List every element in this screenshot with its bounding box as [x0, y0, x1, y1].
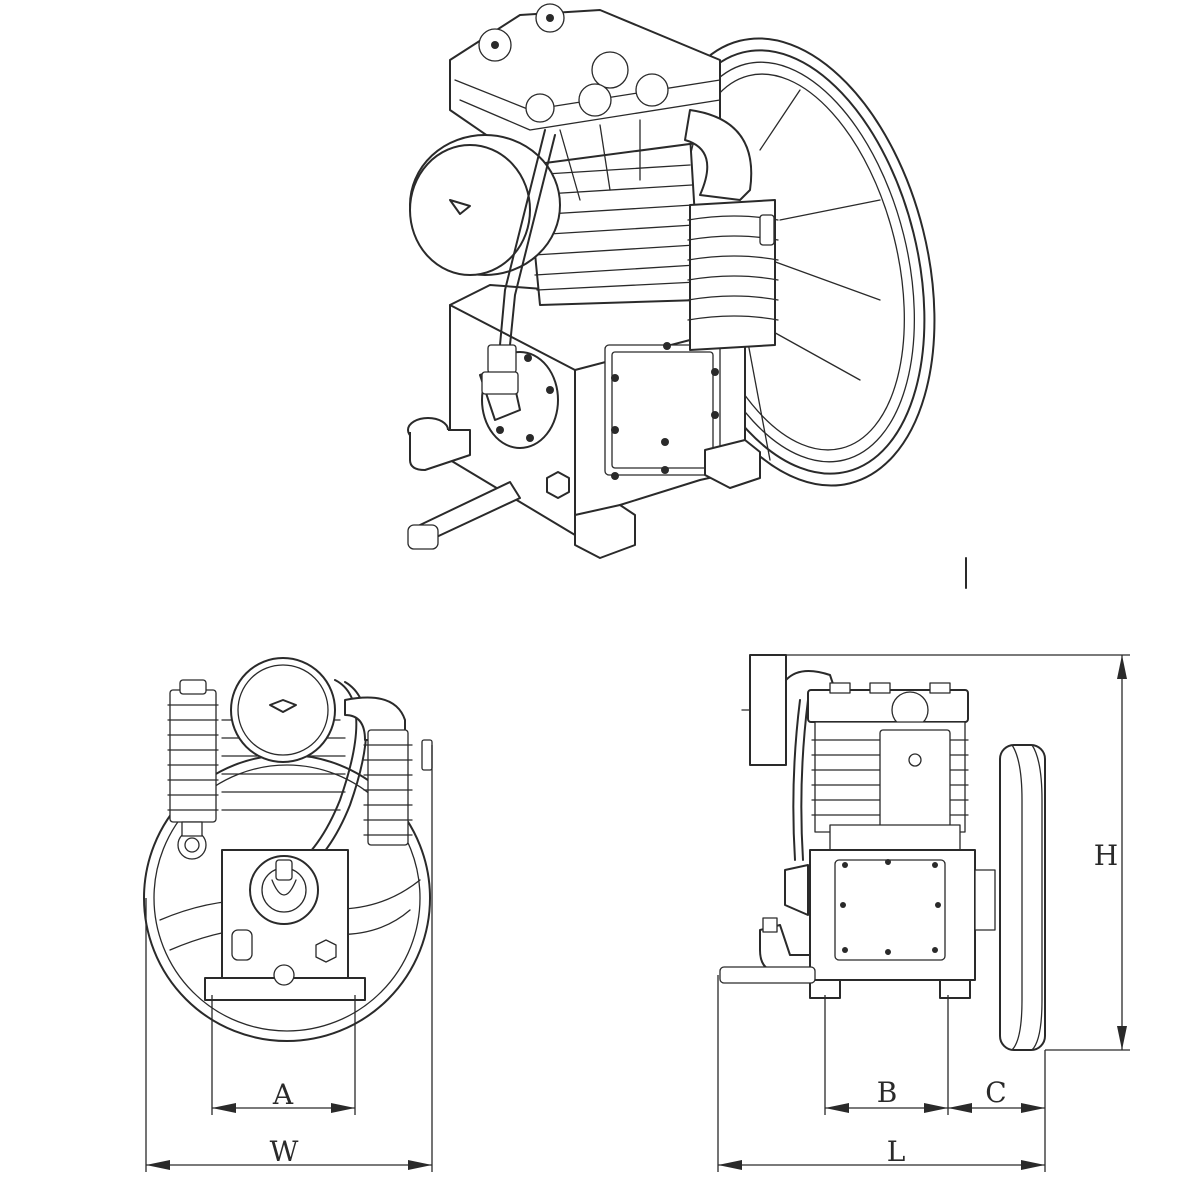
dimension-label-A: A: [272, 1078, 294, 1111]
dimension-label-B: B: [877, 1076, 898, 1109]
side-air-filter: [749, 654, 787, 766]
front-crankcase: [204, 849, 366, 1001]
dimension-B: B: [824, 995, 949, 1115]
dimension-label-L: L: [887, 1135, 906, 1168]
front-left-cylinder: [167, 679, 219, 860]
side-cylinder-head: [807, 682, 969, 856]
side-view: B C L H: [717, 654, 1130, 1172]
dimension-label-W: W: [270, 1135, 299, 1168]
dimension-C: C: [948, 1050, 1046, 1172]
front-view: A W: [143, 657, 433, 1172]
iso-cooler: [684, 109, 779, 351]
iso-cylinder: [449, 3, 721, 306]
dimension-L: L: [717, 975, 1045, 1172]
isometric-view: [407, 3, 936, 559]
dimension-H: H: [786, 654, 1130, 1051]
front-air-filter: [230, 657, 336, 763]
dimension-W: W: [145, 745, 433, 1172]
front-cooler: [344, 696, 433, 846]
dimension-label-C: C: [985, 1076, 1006, 1109]
dimension-label-H: H: [1094, 839, 1118, 872]
side-crankcase: [719, 849, 996, 999]
iso-air-filter: [409, 129, 561, 395]
dimension-A: A: [211, 995, 356, 1115]
side-pulley: [999, 744, 1046, 1051]
